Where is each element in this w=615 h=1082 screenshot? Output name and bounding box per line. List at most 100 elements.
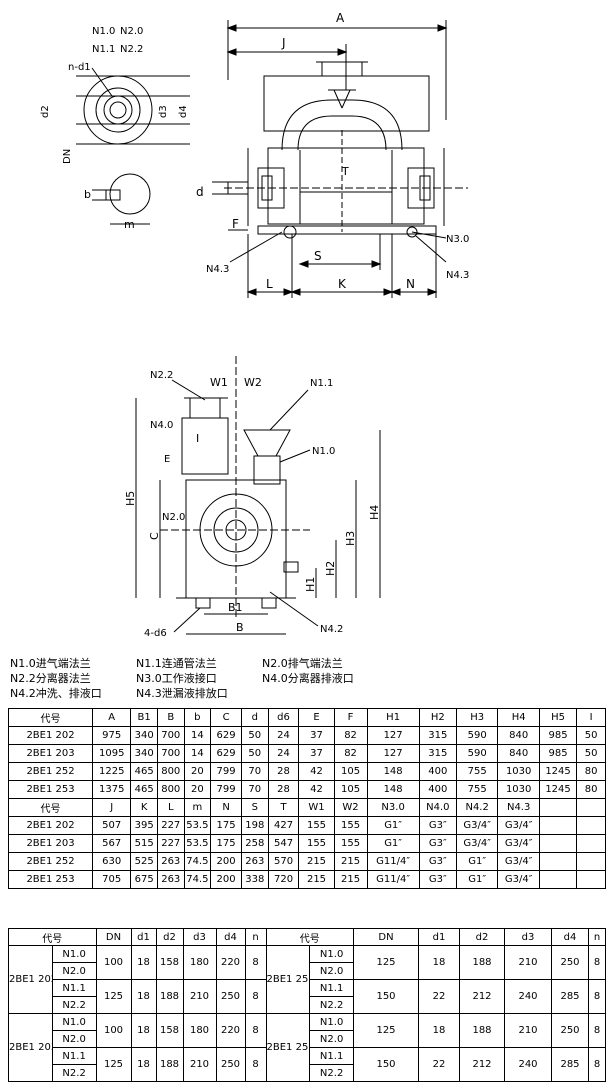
port-N1.1-label: N1.1 bbox=[310, 378, 333, 389]
table-cell: 755 bbox=[455, 762, 499, 781]
table-cell: 799 bbox=[210, 780, 242, 799]
table-cell: 125 bbox=[95, 979, 132, 1014]
table-cell: 158 bbox=[155, 1013, 184, 1048]
dim-label-C: C bbox=[148, 532, 161, 540]
table-header-cell: n bbox=[244, 928, 267, 946]
flange-N1.0: N1.0 bbox=[92, 26, 115, 37]
table-cell: 250 bbox=[551, 1013, 589, 1048]
flange-detail: N1.0 N2.0 N1.1 N2.2 n-d1 d2 d3 d4 DN bbox=[40, 26, 190, 164]
table-cell: I bbox=[576, 708, 606, 727]
dim-label-W2: W2 bbox=[244, 376, 262, 389]
table-cell: d6 bbox=[267, 708, 300, 727]
table-cell: N1.0 bbox=[51, 945, 97, 963]
table-cell: 547 bbox=[267, 834, 300, 853]
table-cell: 24 bbox=[267, 744, 300, 763]
table-cell: 210 bbox=[182, 1047, 217, 1082]
table-cell: 14 bbox=[183, 744, 212, 763]
table-cell: 800 bbox=[156, 762, 185, 781]
table-cell: 1245 bbox=[538, 762, 578, 781]
table-header-cell: d3 bbox=[182, 928, 217, 946]
table-cell: 155 bbox=[298, 816, 335, 835]
table-cell: 215 bbox=[298, 852, 335, 871]
table-cell: 代号 bbox=[7, 708, 94, 727]
table-cell: 215 bbox=[333, 870, 368, 889]
table-cell: 427 bbox=[267, 816, 300, 835]
table-cell: 1095 bbox=[92, 744, 132, 763]
table-cell: 799 bbox=[210, 762, 242, 781]
table-cell: 1375 bbox=[92, 780, 132, 799]
table-cell: F bbox=[333, 708, 368, 727]
bolt-holes-label: 4-d6 bbox=[144, 628, 167, 639]
table-cell: 720 bbox=[267, 870, 300, 889]
port-N4.2-label: N4.2 bbox=[320, 624, 343, 635]
dim-label-K: K bbox=[338, 277, 347, 291]
legend-item: N4.3泄漏液排放口 bbox=[136, 687, 228, 700]
table-cell: 2BE1 253 bbox=[7, 870, 94, 889]
table-cell: 50 bbox=[576, 744, 606, 763]
table-cell: 42 bbox=[298, 780, 335, 799]
table-cell: B bbox=[156, 708, 185, 727]
table-cell: 188 bbox=[459, 945, 505, 980]
table-cell: 629 bbox=[210, 726, 242, 745]
table-cell: G11/4″ bbox=[366, 870, 420, 889]
table-cell: 985 bbox=[538, 726, 578, 745]
table-cell: d bbox=[241, 708, 269, 727]
table-cell: 175 bbox=[210, 834, 242, 853]
table-cell: 210 bbox=[182, 979, 217, 1014]
dim-label-m: m bbox=[124, 218, 135, 231]
table-cell: 755 bbox=[455, 780, 499, 799]
dim-label-A: A bbox=[336, 11, 345, 25]
table-cell: 263 bbox=[156, 852, 185, 871]
table-cell bbox=[576, 852, 606, 871]
table-cell: 629 bbox=[210, 744, 242, 763]
table-cell: G3/4″ bbox=[497, 816, 540, 835]
end-elevation-view: N2.2 W1 W2 N1.1 N1.0 N4.0 E I N2.0 H5 C … bbox=[124, 356, 381, 639]
table-cell: 567 bbox=[92, 834, 132, 853]
table-cell: 8 bbox=[588, 945, 606, 980]
table-cell: 2BE1 252 bbox=[7, 852, 94, 871]
table-cell: B1 bbox=[130, 708, 158, 727]
table-cell: G3/4″ bbox=[497, 852, 540, 871]
table-cell: 2BE1 253 bbox=[265, 1013, 311, 1082]
legend-item: N2.0排气端法兰 bbox=[262, 657, 343, 670]
table-cell: 20 bbox=[183, 762, 212, 781]
table-cell: 158 bbox=[155, 945, 184, 980]
table-cell: 840 bbox=[497, 726, 540, 745]
dim-label-H1: H1 bbox=[304, 577, 317, 592]
table-cell: L bbox=[156, 798, 185, 817]
table-cell: 22 bbox=[418, 979, 460, 1014]
table-cell: N1.1 bbox=[309, 1047, 354, 1065]
table-cell: 2BE1 202 bbox=[7, 726, 94, 745]
table-cell: 82 bbox=[333, 744, 368, 763]
table-cell: 250 bbox=[215, 979, 246, 1014]
table-cell: 400 bbox=[418, 762, 457, 781]
table-cell: 53.5 bbox=[183, 834, 212, 853]
table-cell: N4.2 bbox=[455, 798, 499, 817]
table-cell bbox=[538, 816, 578, 835]
table-cell: 1030 bbox=[497, 780, 540, 799]
table-cell: 240 bbox=[504, 1047, 552, 1082]
table-cell: N2.2 bbox=[51, 996, 97, 1014]
table-cell: 127 bbox=[366, 744, 420, 763]
table-header-cell: n bbox=[588, 928, 606, 946]
bolt-hole-label: n-d1 bbox=[68, 62, 91, 73]
table-cell: 24 bbox=[267, 726, 300, 745]
port-N4.3-left-label: N4.3 bbox=[206, 264, 229, 275]
table-cell: 82 bbox=[333, 726, 368, 745]
table-cell: 200 bbox=[210, 870, 242, 889]
table-cell: 2BE1 203 bbox=[7, 834, 94, 853]
table-cell: 590 bbox=[455, 744, 499, 763]
table-cell: 42 bbox=[298, 762, 335, 781]
table-cell: C bbox=[210, 708, 242, 727]
table-cell: 155 bbox=[298, 834, 335, 853]
table-cell: m bbox=[183, 798, 212, 817]
